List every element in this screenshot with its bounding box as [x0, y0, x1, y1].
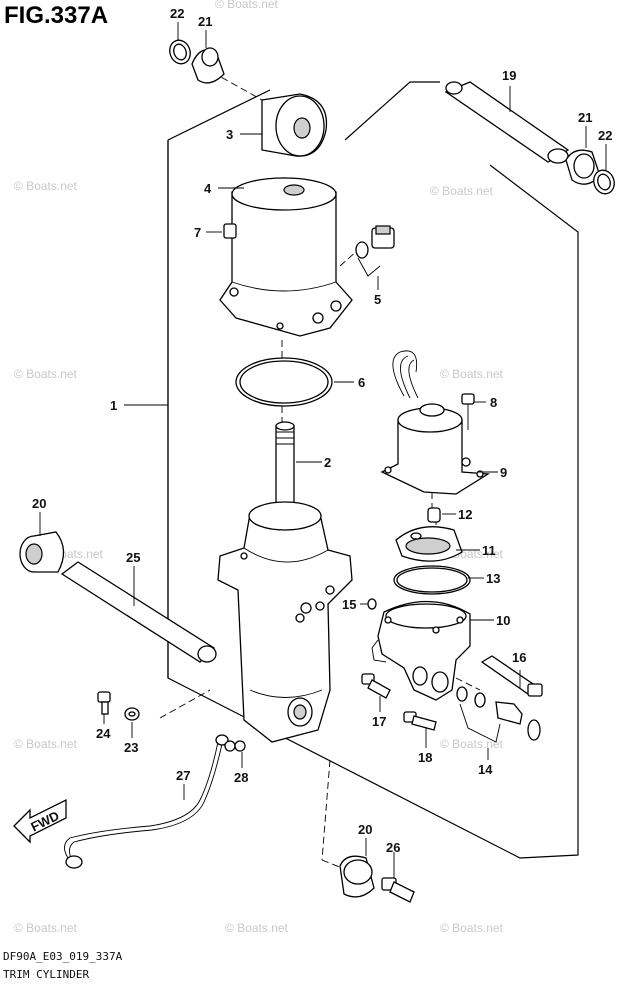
bolt-8: [461, 393, 475, 430]
callout-19: 19: [502, 68, 516, 83]
callout-24: 24: [96, 726, 111, 741]
callout-18: 18: [418, 750, 432, 765]
figure-title: FIG.337A: [4, 2, 109, 29]
callout-14: 14: [478, 762, 493, 777]
cylinder-cap-3: [261, 93, 328, 157]
bolt-18: [403, 711, 437, 731]
valve-5: [355, 225, 395, 277]
watermark: © Boats.net: [440, 367, 504, 381]
bolt-17: [361, 673, 391, 699]
callout-20-left: 20: [32, 496, 46, 511]
callout-15: 15: [342, 597, 356, 612]
callout-5: 5: [374, 292, 381, 307]
bolt-7: [206, 223, 237, 239]
callout-27: 27: [176, 768, 190, 783]
pump-plate-11: [395, 526, 463, 562]
watermark: © Boats.net: [225, 921, 289, 935]
motor-9: [380, 350, 491, 495]
callout-8: 8: [490, 395, 497, 410]
watermark: © Boats.net: [440, 737, 504, 751]
callout-10: 10: [496, 613, 510, 628]
callout-28: 28: [234, 770, 248, 785]
callout-2: 2: [324, 455, 331, 470]
bolt-16: [480, 655, 543, 697]
pump-housing-10: [371, 600, 471, 701]
pin-25: [60, 561, 217, 663]
o-ring-13: [393, 565, 471, 595]
callout-6: 6: [358, 375, 365, 390]
callout-labels: 1 2 3 4 5 6 7 8 9 10 11 12 13 14 15 16 1…: [32, 6, 612, 855]
snap-ring-22-left: [169, 39, 191, 65]
valve-set-14: [456, 686, 541, 743]
callout-23: 23: [124, 740, 138, 755]
drawing-code: DF90A_E03_019_337A: [3, 950, 123, 963]
callout-21-left: 21: [198, 14, 212, 29]
watermark: © Boats.net: [14, 737, 78, 751]
callout-22-left: 22: [170, 6, 184, 21]
callout-20-lower: 20: [358, 822, 372, 837]
bushing-21-right: [565, 149, 601, 185]
figure-caption: TRIM CYLINDER: [3, 968, 90, 981]
snap-ring-22-right: [593, 169, 615, 195]
o-ring-15: [367, 598, 377, 610]
watermark: © Boats.net: [430, 184, 494, 198]
pin-19: [444, 81, 570, 164]
callout-25: 25: [126, 550, 140, 565]
callout-3: 3: [226, 127, 233, 142]
screw-28: [224, 740, 246, 752]
bolt-24: [97, 691, 111, 715]
callout-13: 13: [486, 571, 500, 586]
callout-21-right: 21: [578, 110, 592, 125]
callout-7: 7: [194, 225, 201, 240]
watermark: © Boats.net: [14, 179, 78, 193]
callout-12: 12: [458, 507, 472, 522]
bushing-20-left: [19, 531, 65, 573]
ground-wire-27: [64, 734, 229, 869]
coupling-12: [427, 507, 441, 523]
upper-cylinder-4: [219, 177, 353, 337]
bushing-20-lower: [339, 855, 375, 898]
callout-9: 9: [500, 465, 507, 480]
fwd-arrow: FWD: [13, 798, 67, 844]
fwd-label: FWD: [28, 808, 61, 834]
callout-17: 17: [372, 714, 386, 729]
callout-1: 1: [110, 398, 117, 413]
o-ring-6: [235, 357, 333, 407]
callout-16: 16: [512, 650, 526, 665]
callout-26: 26: [386, 840, 400, 855]
watermark: © Boats.net: [14, 367, 78, 381]
bushing-21-left: [191, 47, 225, 84]
bolt-26: [381, 877, 415, 903]
watermark: © Boats.net: [440, 921, 504, 935]
lower-cylinder-body: [217, 501, 353, 743]
callout-11: 11: [482, 543, 496, 558]
assembly-outline: [167, 81, 579, 859]
watermark: © Boats.net: [14, 921, 78, 935]
callout-4: 4: [204, 181, 212, 196]
callout-leaders: [39, 22, 607, 878]
watermark: © Boats.net: [215, 0, 279, 11]
washer-23: [124, 707, 140, 721]
callout-22-right: 22: [598, 128, 612, 143]
piston-rod-2: [275, 421, 295, 513]
